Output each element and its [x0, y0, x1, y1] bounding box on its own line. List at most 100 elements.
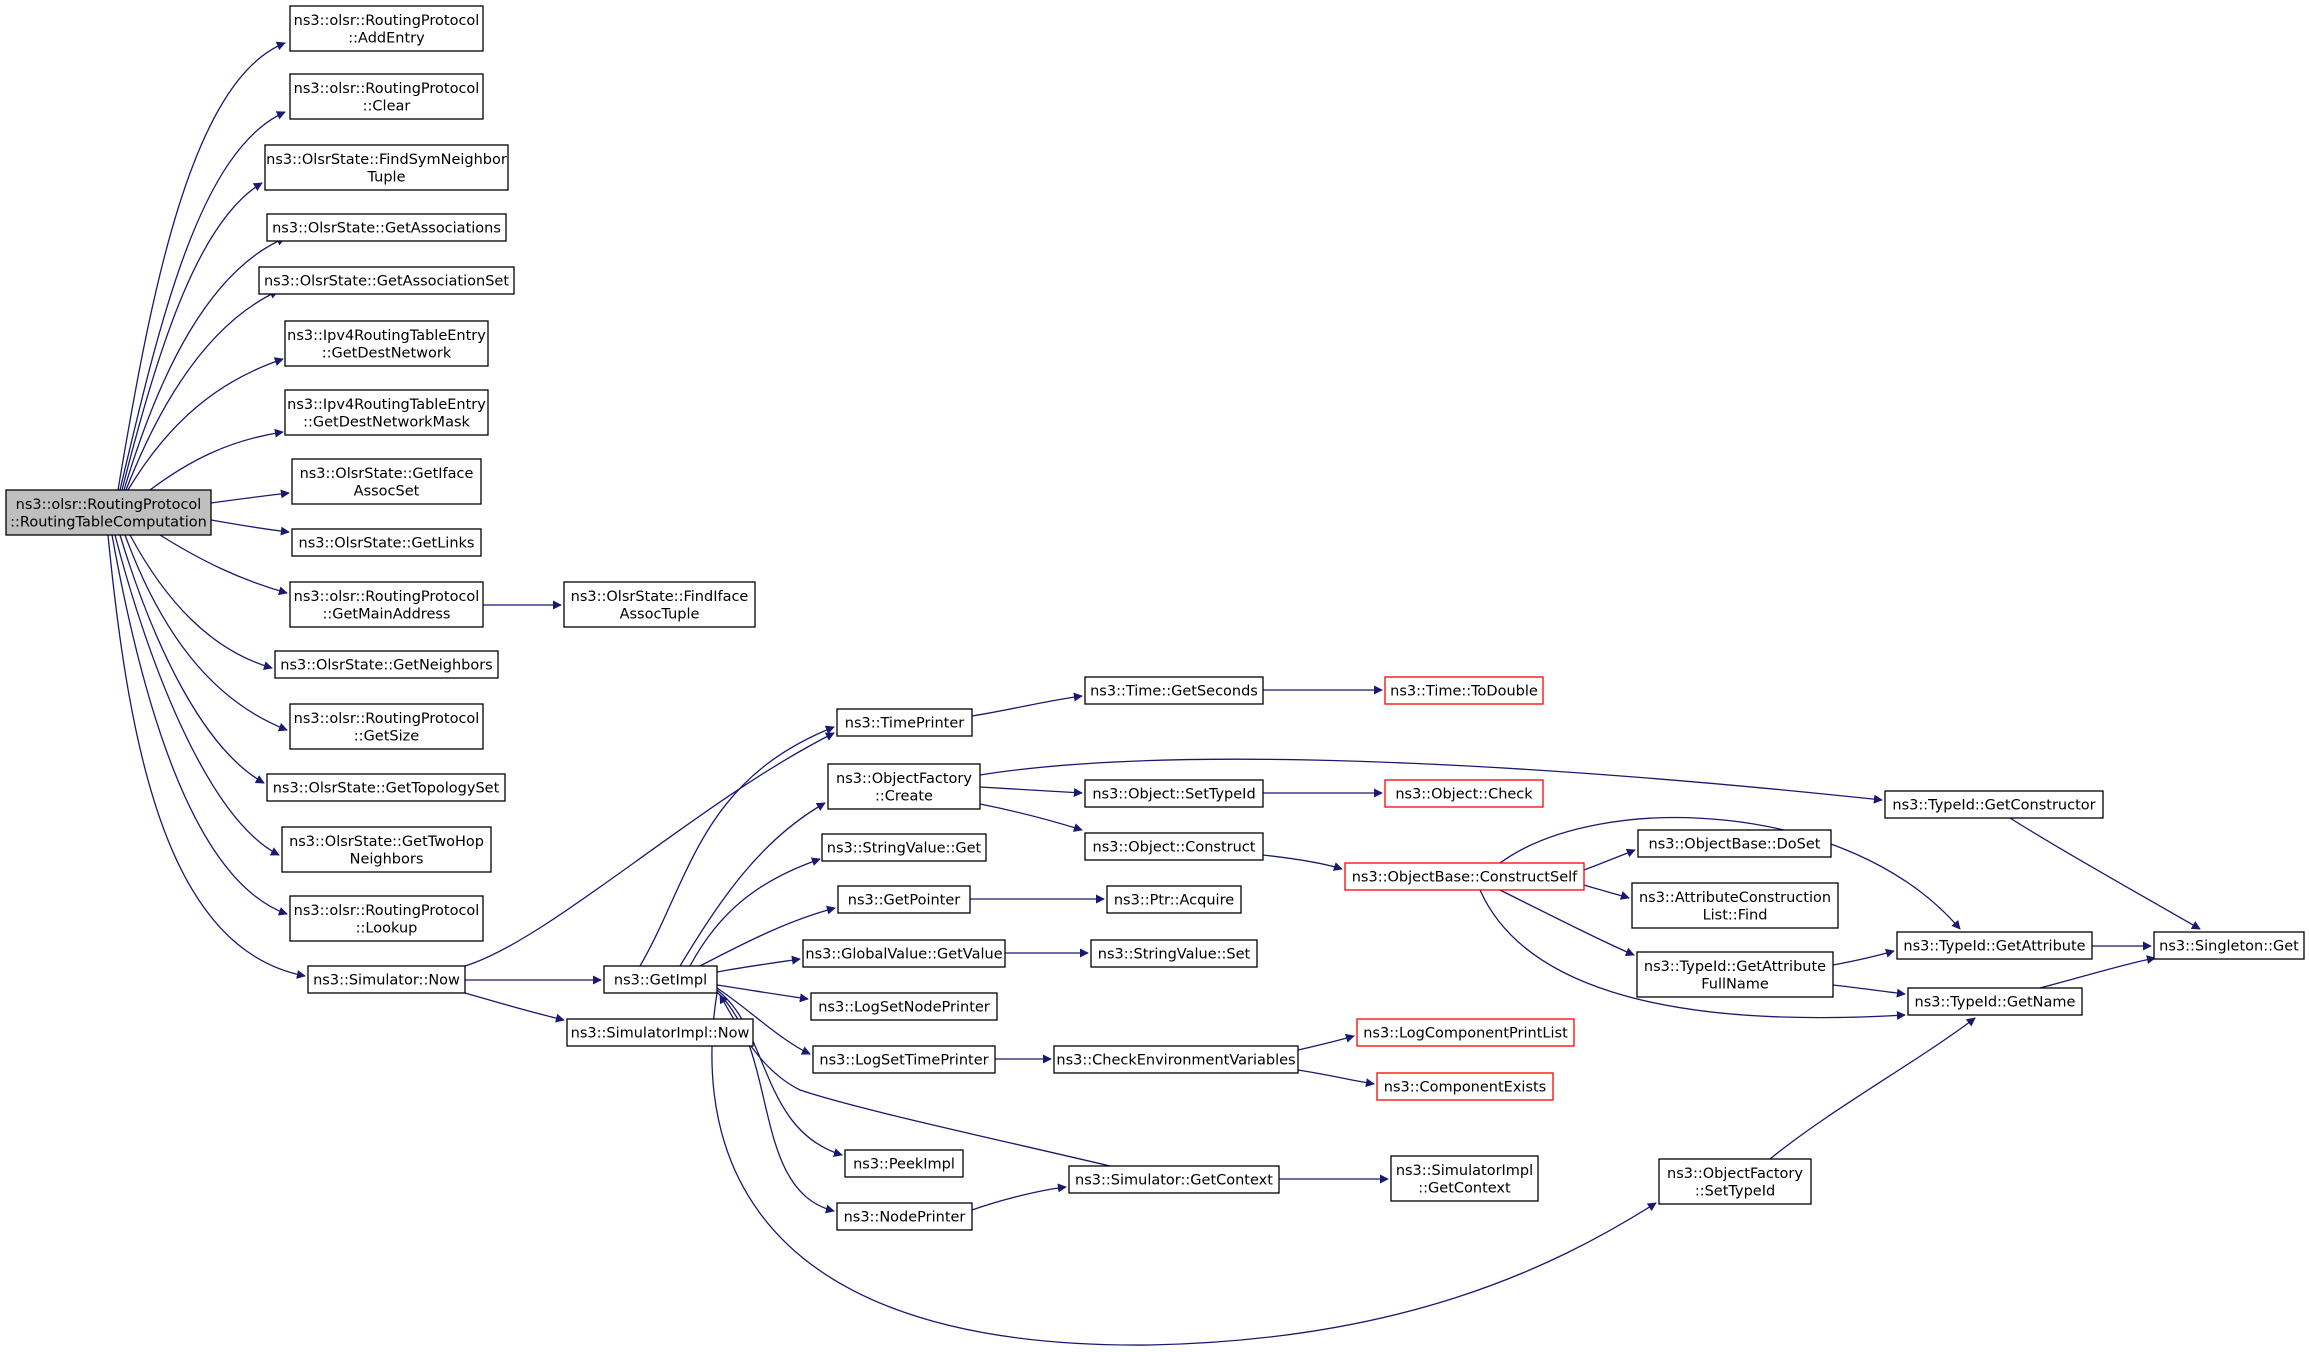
node-box [2153, 931, 2305, 960]
node-label-line: Neighbors [350, 851, 424, 867]
edge-checkenv-to-compexists [1297, 1069, 1375, 1088]
node-label-line: ns3::olsr::RoutingProtocol [294, 13, 480, 29]
node-getattr[interactable]: ns3::TypeId::GetAttribute [1896, 931, 2093, 960]
edge-checkenv-to-logcomplist [1297, 1033, 1355, 1051]
node-box [1907, 987, 2083, 1016]
node-getimpl[interactable]: ns3::GetImpl [603, 965, 718, 994]
node-simgetcontext[interactable]: ns3::Simulator::GetContext [1068, 1165, 1280, 1194]
node-box [289, 895, 484, 942]
node-destnet[interactable]: ns3::Ipv4RoutingTableEntry::GetDestNetwo… [284, 320, 489, 367]
node-getname[interactable]: ns3::TypeId::GetName [1907, 987, 2083, 1016]
node-ofcreate[interactable]: ns3::ObjectFactory::Create [827, 763, 981, 810]
node-box [281, 826, 492, 873]
edge-timeprinter-to-getseconds [971, 692, 1083, 717]
node-box [827, 763, 981, 810]
node-simimplnow[interactable]: ns3::SimulatorImpl::Now [566, 1018, 754, 1047]
node-getconstructor[interactable]: ns3::TypeId::GetConstructor [1884, 790, 2104, 819]
node-getneigh[interactable]: ns3::OlsrState::GetNeighbors [274, 650, 499, 679]
node-checkenv[interactable]: ns3::CheckEnvironmentVariables [1053, 1045, 1299, 1074]
node-ptracquire[interactable]: ns3::Ptr::Acquire [1106, 885, 1242, 914]
edge-root-to-twohop [114, 534, 280, 856]
node-simimplgetcontext[interactable]: ns3::SimulatorImpl::GetContext [1390, 1155, 1539, 1202]
node-settypeid[interactable]: ns3::Object::SetTypeId [1084, 779, 1264, 808]
node-label-line: FullName [1701, 976, 1769, 992]
node-label-line: ::Lookup [356, 920, 418, 936]
node-label-line: ns3::olsr::RoutingProtocol [294, 711, 480, 727]
node-singleton[interactable]: ns3::Singleton::Get [2153, 931, 2305, 960]
edge-root-to-mainaddr [159, 534, 288, 596]
edge-ofcreate-to-settypeid [979, 786, 1083, 798]
edge-root-to-getassoc [123, 237, 286, 491]
node-label-line: ns3::ObjectFactory [836, 771, 972, 787]
node-simnow[interactable]: ns3::Simulator::Now [307, 965, 466, 994]
edge-getimpl-to-peekimpl [716, 989, 843, 1157]
node-label-line: ns3::ObjectFactory [1667, 1166, 1803, 1182]
node-compexists[interactable]: ns3::ComponentExists [1376, 1072, 1554, 1101]
node-label-line: ::Clear [363, 98, 411, 114]
node-logcomplist[interactable]: ns3::LogComponentPrintList [1356, 1018, 1575, 1047]
node-getlinks[interactable]: ns3::OlsrState::GetLinks [291, 528, 482, 557]
node-label-line: ns3::GetImpl [614, 973, 707, 989]
node-box [810, 992, 998, 1021]
node-todouble[interactable]: ns3::Time::ToDouble [1384, 676, 1544, 705]
node-box [802, 939, 1006, 968]
node-label-line: ns3::LogComponentPrintList [1363, 1026, 1568, 1042]
node-box [1658, 1158, 1812, 1205]
node-peekimpl[interactable]: ns3::PeekImpl [844, 1149, 964, 1178]
edge-ofcreate-to-getconstructor [979, 758, 1883, 804]
node-label-line: ns3::NodePrinter [844, 1210, 966, 1226]
node-getassocset[interactable]: ns3::OlsrState::GetAssociationSet [258, 266, 515, 295]
node-getpointer[interactable]: ns3::GetPointer [837, 885, 971, 914]
node-mainaddr[interactable]: ns3::olsr::RoutingProtocol::GetMainAddre… [289, 581, 484, 628]
edge-getattrfull-to-getattr [1832, 948, 1895, 966]
edge-root-to-getlinks [210, 519, 290, 536]
node-lookup[interactable]: ns3::olsr::RoutingProtocol::Lookup [289, 895, 484, 942]
node-label-line: ns3::StringValue::Get [827, 841, 982, 857]
node-logtimeprinter[interactable]: ns3::LogSetTimePrinter [812, 1045, 996, 1074]
node-topo[interactable]: ns3::OlsrState::GetTopologySet [266, 773, 506, 802]
node-label-line: ns3::olsr::RoutingProtocol [294, 589, 480, 605]
node-ofsettypeid[interactable]: ns3::ObjectFactory::SetTypeId [1658, 1158, 1812, 1205]
node-objconstruct[interactable]: ns3::Object::Construct [1084, 832, 1264, 861]
node-box [1053, 1045, 1299, 1074]
edge-getname-to-singleton [2039, 955, 2156, 989]
node-strvalset[interactable]: ns3::StringValue::Set [1090, 939, 1258, 968]
node-box [5, 489, 212, 536]
node-label-line: List::Find [1703, 907, 1768, 923]
node-clear[interactable]: ns3::olsr::RoutingProtocol::Clear [289, 73, 484, 120]
node-getsize[interactable]: ns3::olsr::RoutingProtocol::GetSize [289, 703, 484, 750]
node-lognodeprinter[interactable]: ns3::LogSetNodePrinter [810, 992, 998, 1021]
node-label-line: ns3::SimulatorImpl [1396, 1163, 1533, 1179]
node-doset[interactable]: ns3::ObjectBase::DoSet [1637, 829, 1832, 858]
node-box [307, 965, 466, 994]
node-timeprinter[interactable]: ns3::TimePrinter [836, 708, 973, 737]
node-strvalget[interactable]: ns3::StringValue::Get [821, 833, 987, 862]
node-getassoc[interactable]: ns3::OlsrState::GetAssociations [266, 213, 507, 242]
node-label-line: ns3::OlsrState::GetLinks [299, 536, 475, 552]
node-addentry[interactable]: ns3::olsr::RoutingProtocol::AddEntry [289, 5, 484, 52]
node-box [1884, 790, 2104, 819]
node-box [264, 144, 509, 191]
node-box [837, 885, 971, 914]
node-label-line: ns3::SimulatorImpl::Now [571, 1026, 750, 1042]
node-nodeprinter[interactable]: ns3::NodePrinter [836, 1202, 973, 1231]
node-label-line: ns3::ObjectBase::DoSet [1649, 837, 1821, 853]
node-destmask[interactable]: ns3::Ipv4RoutingTableEntry::GetDestNetwo… [284, 389, 489, 436]
node-label-line: ::AddEntry [348, 30, 425, 46]
node-objcheck[interactable]: ns3::Object::Check [1384, 779, 1544, 808]
node-gvgetvalue[interactable]: ns3::GlobalValue::GetValue [802, 939, 1006, 968]
node-label-line: ::GetDestNetwork [322, 345, 452, 361]
node-label-line: ::Create [875, 788, 933, 804]
node-getseconds[interactable]: ns3::Time::GetSeconds [1084, 676, 1264, 705]
node-root[interactable]: ns3::olsr::RoutingProtocol::RoutingTable… [5, 489, 212, 536]
edge-root-to-getassocset [125, 290, 279, 491]
node-constructself[interactable]: ns3::ObjectBase::ConstructSelf [1344, 862, 1585, 891]
node-box [603, 965, 718, 994]
node-box [1636, 951, 1834, 998]
